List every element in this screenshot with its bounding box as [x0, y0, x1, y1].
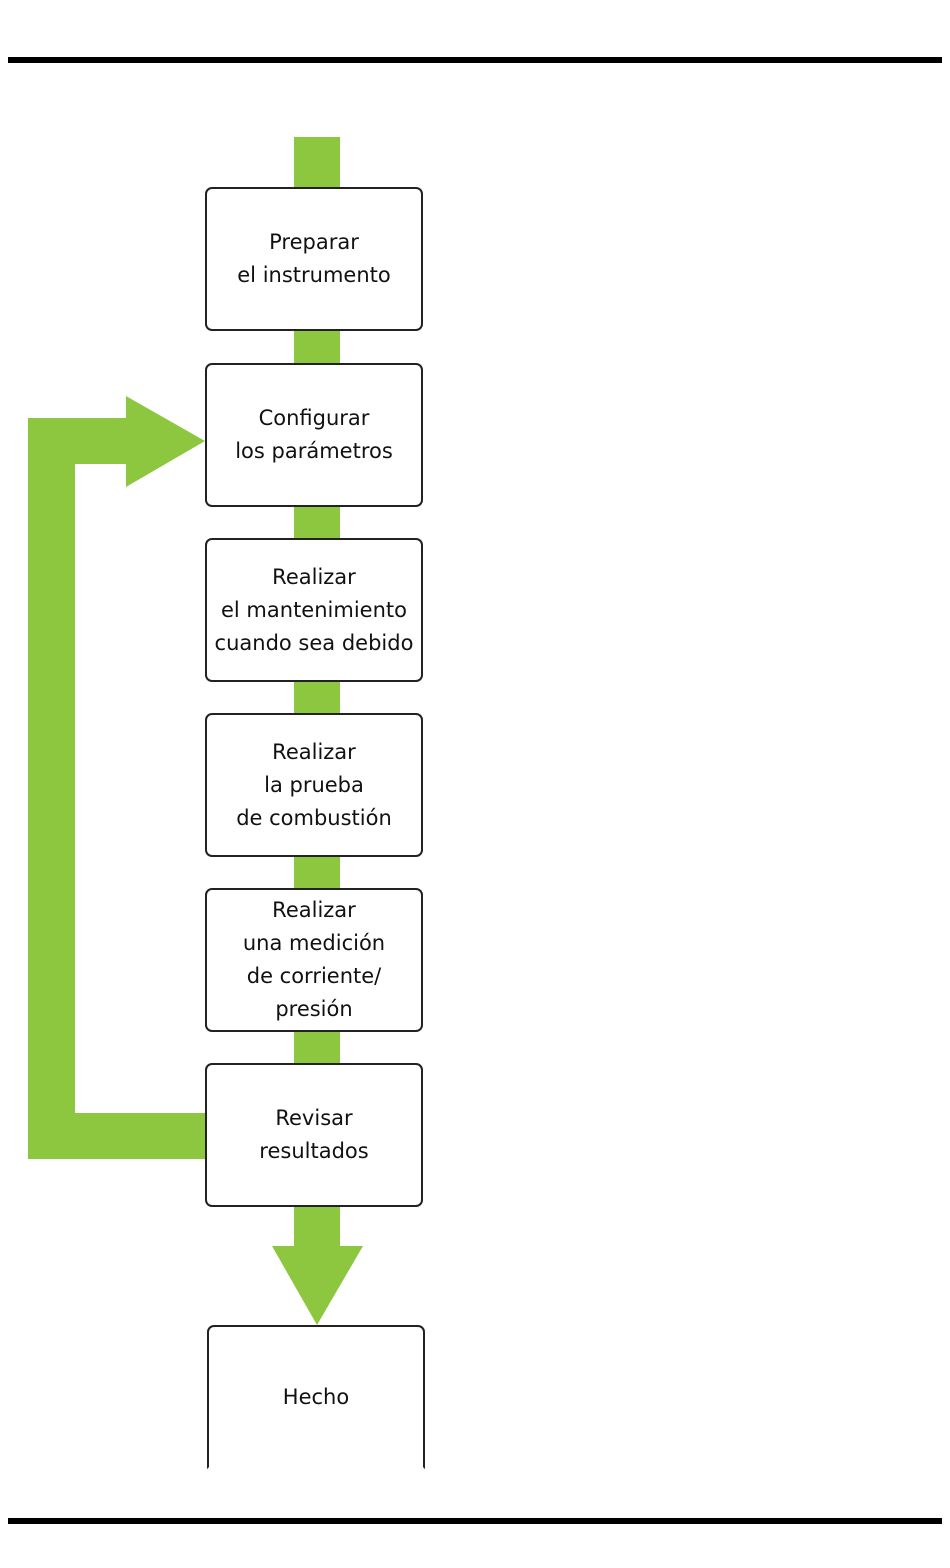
step-label: Realizar el mantenimiento cuando sea deb…: [215, 561, 414, 660]
done-label: Hecho: [283, 1381, 349, 1414]
step-prepare-instrument: Preparar el instrumento: [205, 187, 423, 331]
step-done: Hecho: [207, 1325, 425, 1469]
step-review-results: Revisar resultados: [205, 1063, 423, 1207]
step-current-pressure-measurement: Realizar una medición de corriente/ pres…: [205, 888, 423, 1032]
step-maintenance: Realizar el mantenimiento cuando sea deb…: [205, 538, 423, 682]
step-label: Configurar los parámetros: [235, 402, 393, 468]
loop-top-bar: [28, 418, 128, 464]
step-label: Revisar resultados: [259, 1102, 368, 1168]
step-label: Preparar el instrumento: [237, 226, 390, 292]
step-label: Realizar una medición de corriente/ pres…: [243, 894, 385, 1026]
down-arrow-head: [272, 1246, 363, 1325]
step-label: Realizar la prueba de combustión: [236, 736, 392, 835]
loop-left-bar: [28, 418, 75, 1159]
loop-arrow-head: [126, 396, 205, 487]
step-configure-parameters: Configurar los parámetros: [205, 363, 423, 507]
step-combustion-test: Realizar la prueba de combustión: [205, 713, 423, 857]
